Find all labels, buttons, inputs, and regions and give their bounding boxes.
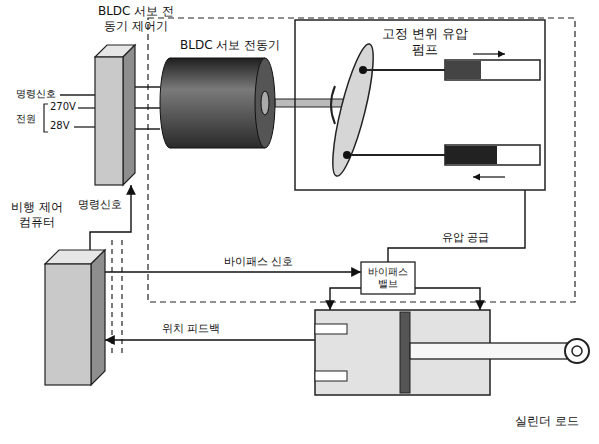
signal-label: 유압 공급 (440, 231, 492, 244)
node-title: 고정 변위 유압 펌프 (380, 26, 470, 59)
interface-line (121, 240, 122, 355)
power-label: 28V (50, 120, 70, 132)
signal-label: 바이패스 신호 (222, 255, 296, 268)
signal-name: 명령신호 (16, 88, 56, 100)
interface-line (111, 240, 112, 355)
connector-line (415, 288, 480, 310)
bldc-motor: BLDC 서보 전동기 (160, 58, 275, 148)
connector-line (105, 271, 361, 272)
node-title: BLDC 서보 전동기 (180, 38, 280, 53)
node-title: 실린더 로드 (515, 414, 579, 429)
connector (105, 272, 361, 273)
bypass-valve: 바이패스 밸브 (361, 262, 415, 294)
connector (135, 87, 160, 129)
power-bracket (44, 104, 48, 132)
connector-line (135, 128, 160, 129)
connector-line (90, 185, 131, 250)
power-wire (78, 107, 95, 108)
hydraulic-pump: 고정 변위 유압 펌프 (295, 20, 545, 190)
command-wire (60, 94, 95, 95)
power-label: 270V (50, 101, 76, 113)
signal-label: 위치 피드백 (160, 322, 223, 335)
connector-line (135, 107, 160, 108)
node-title: BLDC 서보 전동기 제어기 (92, 4, 180, 34)
cylinder-shape (315, 310, 590, 405)
connector-line (135, 86, 160, 87)
flight-computer: 비행 제어 컴퓨터 (45, 250, 105, 385)
connector-line (388, 190, 525, 262)
node-title: 바이패스 밸브 (365, 266, 411, 291)
connector (388, 190, 525, 262)
power-label: 전원 (16, 113, 36, 125)
signal-label: 명령신호 (76, 198, 124, 211)
computer-shape (45, 250, 105, 385)
power-wire (74, 126, 95, 127)
controller-shape (95, 45, 135, 185)
servo-controller: BLDC 서보 전동기 제어기 (95, 45, 135, 185)
connector (105, 340, 315, 341)
actuator-cylinder: 실린더 로드 (315, 310, 590, 405)
motor-shape (160, 58, 275, 148)
connector (90, 185, 131, 250)
actuator-boundary (148, 18, 575, 302)
node-title: 비행 제어 컴퓨터 (6, 200, 68, 230)
motor-shaft (275, 99, 345, 107)
connector-line (330, 288, 361, 310)
connector-line (105, 339, 315, 340)
